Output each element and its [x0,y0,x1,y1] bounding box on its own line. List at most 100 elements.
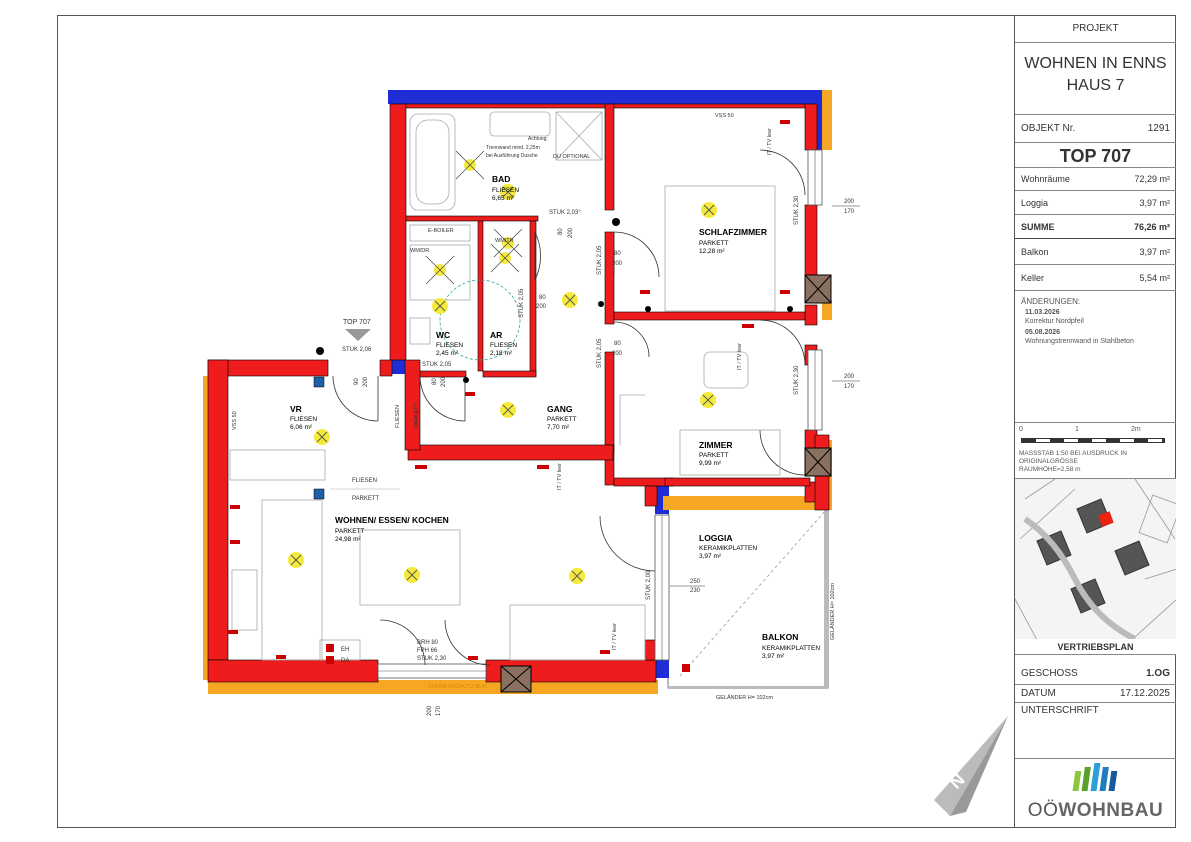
stuk-label-loggia: STUK 2,00 [646,570,652,600]
furniture [229,111,781,661]
room-name-wc: WC [436,330,450,340]
area-row: Balkon 3,97 m² [1015,239,1176,265]
ceiling-lights [288,150,717,584]
room-name-gang: GANG [547,404,573,414]
vss-label-top: VSS 50 [715,113,734,119]
wm-dr-label: WM/DR [410,248,429,254]
room-area-balkon: 3,97 m² [762,653,785,660]
it-tv-label-gang: IT / TV leer [557,463,563,490]
fliesen-label-kitchen: FLIESEN [352,478,377,484]
svg-text:200: 200 [612,261,623,267]
area-value: 72,29 m² [1134,173,1170,184]
north-arrow-icon: N [934,716,1008,816]
drawing-frame [57,15,1176,828]
svg-text:200: 200 [612,351,623,357]
logo-text-prefix: OÖ [1027,800,1059,821]
project-name: WOHNEN IN ENNS HAUS 7 [1015,43,1176,115]
area-label: Keller [1021,272,1045,283]
room-floor-wc: FLIESEN [436,342,463,349]
room-labels: BAD FLIESEN 6,65 m² SCHLAFZIMMER PARKETT… [290,174,820,660]
top-marker-label: TOP 707 [343,319,371,326]
gelaender-label-bottom: GELÄNDER H= 102cm [716,694,773,701]
scale-tick: 1 [1075,426,1079,433]
it-tv-label-bed: IT / TV leer [767,128,773,155]
svg-text:200: 200 [536,304,547,310]
parkett-label-vr: PARKETT [414,402,420,428]
svg-text:80: 80 [614,251,621,257]
project-name-line1: WOHNEN IN ENNS [1024,55,1167,72]
it-tv-label-zimmer: IT / TV leer [737,343,743,370]
wall-fixtures [313,218,793,500]
room-floor-balkon: KERAMIKPLATTEN [762,645,820,652]
room-name-ar: AR [490,330,502,340]
parkett-label-kitchen: PARKETT [352,496,380,502]
floor-label: GESCHOSS [1021,668,1078,679]
area-value: 3,97 m² [1139,197,1170,208]
floor-row: GESCHOSS 1.OG [1015,663,1176,685]
svg-text:80: 80 [558,228,564,235]
scale-bar [1021,438,1165,443]
da-label: DA [341,658,349,664]
oewohnbau-logo-icon [1072,763,1118,791]
area-row-sum: SUMME 76,26 m² [1015,215,1176,239]
sonnenschutz-label: SONNENSCHUTZ BUS [428,684,487,690]
room-name-vr: VR [290,404,302,414]
logo-text-main: WOHNBAU [1058,800,1164,821]
room-area-schlafzimmer: 12,28 m² [699,248,725,255]
changes-title: ÄNDERUNGEN: [1021,297,1081,306]
dim-loggia-1: 250 [690,579,701,585]
svg-text:170: 170 [436,705,442,716]
stuk-label-bad: STUK 2,03° [549,210,581,216]
logo-wordmark: OÖWOHNBAU [1015,800,1176,822]
vss-label-vr: VSS 50 [232,411,238,430]
change-date: 05.08.2026 [1025,329,1061,336]
brh-label-kitchen: BRH 80 [417,640,439,646]
stuk-label-kitchen: STUK 2,30 [417,656,447,662]
date-label: DATUM [1021,688,1056,699]
bad-note-3: bei Ausführung Dusche [486,153,538,159]
area-label: SUMME [1021,221,1055,232]
object-number-label: OBJEKT Nr. [1021,123,1076,134]
area-label: Wohnräume [1021,173,1070,184]
it-tv-label-kitchen: IT / TV leer [612,623,618,650]
eh-label: EH [341,647,349,653]
e-boiler-label: E-BOILER [428,228,454,234]
change-text: Korrektur Nordpfeil [1025,318,1084,325]
room-name-loggia: LOGGIA [699,533,733,543]
plan-annotations: TOP 707 STUK 2,06 STUK 2,05 STUK 2,03° S… [232,113,860,716]
stuk-label-schlafzimmer: STUK 2,30 [794,195,800,225]
dim-window-bed-2: 170 [844,209,855,215]
room-area-bad: 6,65 m² [492,195,515,202]
stuk-label-bed: STUK 2,05 [597,245,603,275]
room-name-balkon: BALKON [762,632,798,642]
room-floor-gang: PARKETT [547,416,577,423]
svg-text:200: 200 [427,705,433,716]
floor-plan: BAD FLIESEN 6,65 m² SCHLAFZIMMER PARKETT… [203,90,860,716]
date-row: DATUM 17.12.2025 [1015,685,1176,703]
room-floor-zimmer: PARKETT [699,452,729,459]
dim-window-zimmer-2: 170 [844,384,855,390]
room-area-loggia: 3,97 m² [699,553,722,560]
bad-note-2: Trennwand mind. 2,25m [486,145,540,151]
title-block: PROJEKT WOHNEN IN ENNS HAUS 7 OBJEKT Nr.… [1014,15,1176,828]
scale-tick: 2m [1131,426,1141,433]
svg-text:80: 80 [539,295,546,301]
svg-text:80: 80 [614,341,621,347]
wm-tr-label: WM/TR [495,238,514,244]
insulation-walls [388,90,822,678]
area-table: Wohnräume 72,29 m² Loggia 3,97 m² SUMME … [1015,167,1176,291]
svg-text:90: 90 [354,378,360,385]
door-swings [332,149,806,666]
dim-window-zimmer-1: 200 [844,374,855,380]
stuk-label-ar: STUK 2,05 [519,288,525,318]
svg-text:200: 200 [441,376,447,387]
room-name-bad: BAD [492,174,510,184]
svg-text:200: 200 [363,376,369,387]
shaft-boxes [500,274,832,693]
top-number: TOP 707 [1059,146,1132,166]
gelaender-label-right: GELÄNDER H= 102cm [829,583,836,640]
room-name-schlafzimmer: SCHLAFZIMMER [699,227,767,237]
room-name-wohnen: WOHNEN/ ESSEN/ KOCHEN [335,515,449,525]
dim-window-bed-1: 200 [844,199,855,205]
room-floor-loggia: KERAMIKPLATTEN [699,545,757,552]
